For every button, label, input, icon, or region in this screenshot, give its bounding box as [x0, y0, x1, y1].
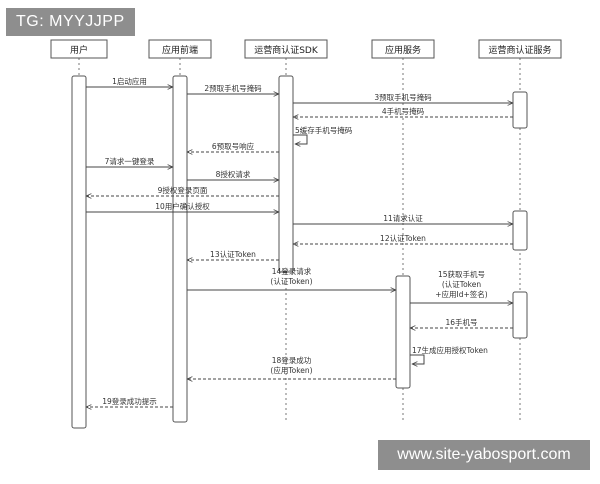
bottom-banner: www.site-yabosport.com — [378, 440, 590, 470]
message-label: 5缓存手机号掩码 — [295, 125, 353, 135]
message: 1启动应用 — [86, 76, 173, 87]
participant-label: 应用前端 — [162, 44, 198, 56]
message: 16手机号 — [410, 317, 513, 328]
message-label: 11请求认证 — [383, 213, 423, 223]
participant: 用户 — [50, 39, 108, 59]
message-label: 9授权登录页面 — [158, 185, 208, 195]
message: 11请求认证 — [293, 213, 513, 224]
message: 6预取号响应 — [187, 141, 279, 152]
message: 7请求一键登录 — [86, 156, 173, 167]
message-label: (认证Token — [442, 279, 482, 289]
message: 3预取手机号掩码 — [293, 92, 513, 103]
participant-label: 用户 — [70, 44, 88, 56]
message: 10用户确认授权 — [86, 201, 279, 212]
self-message-arrow — [293, 134, 308, 144]
message: 2预取手机号掩码 — [187, 83, 279, 94]
activation-bar — [512, 210, 528, 251]
participant: 运营商认证SDK — [244, 39, 328, 59]
message: 4手机号掩码 — [293, 106, 513, 117]
message-label: 1启动应用 — [112, 76, 147, 86]
message-label: 3预取手机号掩码 — [374, 92, 432, 102]
message-label: 14登录请求 — [272, 266, 312, 276]
message-label: (应用Token) — [270, 365, 312, 375]
message-label: 19登录成功提示 — [102, 396, 157, 406]
message: 12认证Token — [293, 233, 513, 244]
message-label: 8授权请求 — [216, 169, 251, 179]
participant: 运营商认证服务 — [478, 39, 562, 59]
message-label: 13认证Token — [210, 249, 256, 259]
participant-label: 应用服务 — [385, 44, 421, 56]
message: 9授权登录页面 — [86, 185, 279, 196]
message-label: 6预取号响应 — [212, 141, 255, 151]
self-message-arrow — [410, 354, 425, 364]
message: 19登录成功提示 — [86, 396, 173, 407]
message-label: 18登录成功 — [272, 355, 312, 365]
message-label: (认证Token) — [270, 276, 312, 286]
message-label: 15获取手机号 — [438, 269, 485, 279]
message: 8授权请求 — [187, 169, 279, 180]
message-label: 7请求一键登录 — [105, 156, 155, 166]
message: 18登录成功(应用Token) — [187, 355, 396, 379]
message: 15获取手机号(认证Token+应用Id+签名) — [410, 269, 513, 303]
participant: 应用服务 — [371, 39, 435, 59]
activation-bar — [278, 75, 294, 273]
activation-bar — [512, 91, 528, 129]
message-label: 16手机号 — [445, 317, 477, 327]
message: 17生成应用授权Token — [410, 345, 488, 364]
message-label: 2预取手机号掩码 — [204, 83, 262, 93]
message: 13认证Token — [187, 249, 279, 260]
message-label: 4手机号掩码 — [382, 106, 425, 116]
participant: 应用前端 — [148, 39, 212, 59]
activation-bar — [512, 291, 528, 339]
message-label: 10用户确认授权 — [155, 201, 210, 211]
message-label: 17生成应用授权Token — [412, 345, 488, 355]
message: 14登录请求(认证Token) — [187, 266, 396, 290]
activation-bar — [172, 75, 188, 423]
message: 5缓存手机号掩码 — [293, 125, 353, 144]
message-label: +应用Id+签名) — [435, 289, 488, 299]
participant-label: 运营商认证服务 — [488, 44, 551, 56]
activation-bar — [395, 275, 411, 389]
activation-bar — [71, 75, 87, 429]
message-label: 12认证Token — [380, 233, 426, 243]
top-banner: TG: MYYJJPP — [6, 8, 135, 36]
participant-label: 运营商认证SDK — [254, 44, 319, 56]
